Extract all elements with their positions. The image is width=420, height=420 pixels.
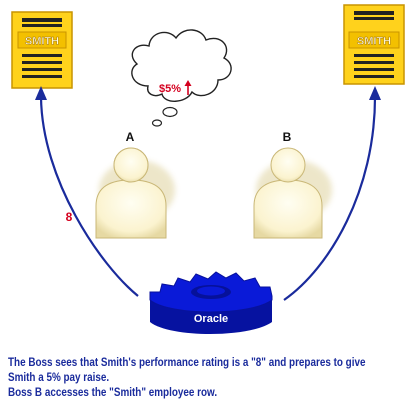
card-name-right: SMITH bbox=[357, 36, 391, 48]
up-arrow-icon bbox=[184, 80, 192, 95]
user-b-label: B bbox=[283, 130, 292, 144]
arrow-to-left-card bbox=[35, 86, 139, 297]
caption-line-2: Smith a 5% pay raise. bbox=[8, 372, 110, 384]
employee-card-right: SMITH bbox=[343, 4, 405, 85]
card-name-left: SMITH bbox=[25, 36, 59, 48]
database-label: Oracle bbox=[194, 313, 228, 325]
oracle-database-gear: Oracle bbox=[149, 271, 273, 334]
user-a-icon bbox=[95, 147, 175, 239]
rating-value-label: 8 bbox=[66, 210, 73, 224]
diagram-caption: The Boss sees that Smith's performance r… bbox=[8, 356, 366, 401]
arrow-to-right-card bbox=[283, 86, 381, 301]
thought-bubble: $5% bbox=[131, 29, 232, 127]
thought-text: $5% bbox=[159, 83, 181, 95]
employee-card-left: SMITH bbox=[11, 11, 73, 89]
caption-line-1: The Boss sees that Smith's performance r… bbox=[8, 357, 366, 369]
user-a-label: A bbox=[126, 130, 135, 144]
caption-line-3: Boss B accesses the "Smith" employee row… bbox=[8, 387, 218, 399]
user-b-icon bbox=[253, 147, 332, 239]
